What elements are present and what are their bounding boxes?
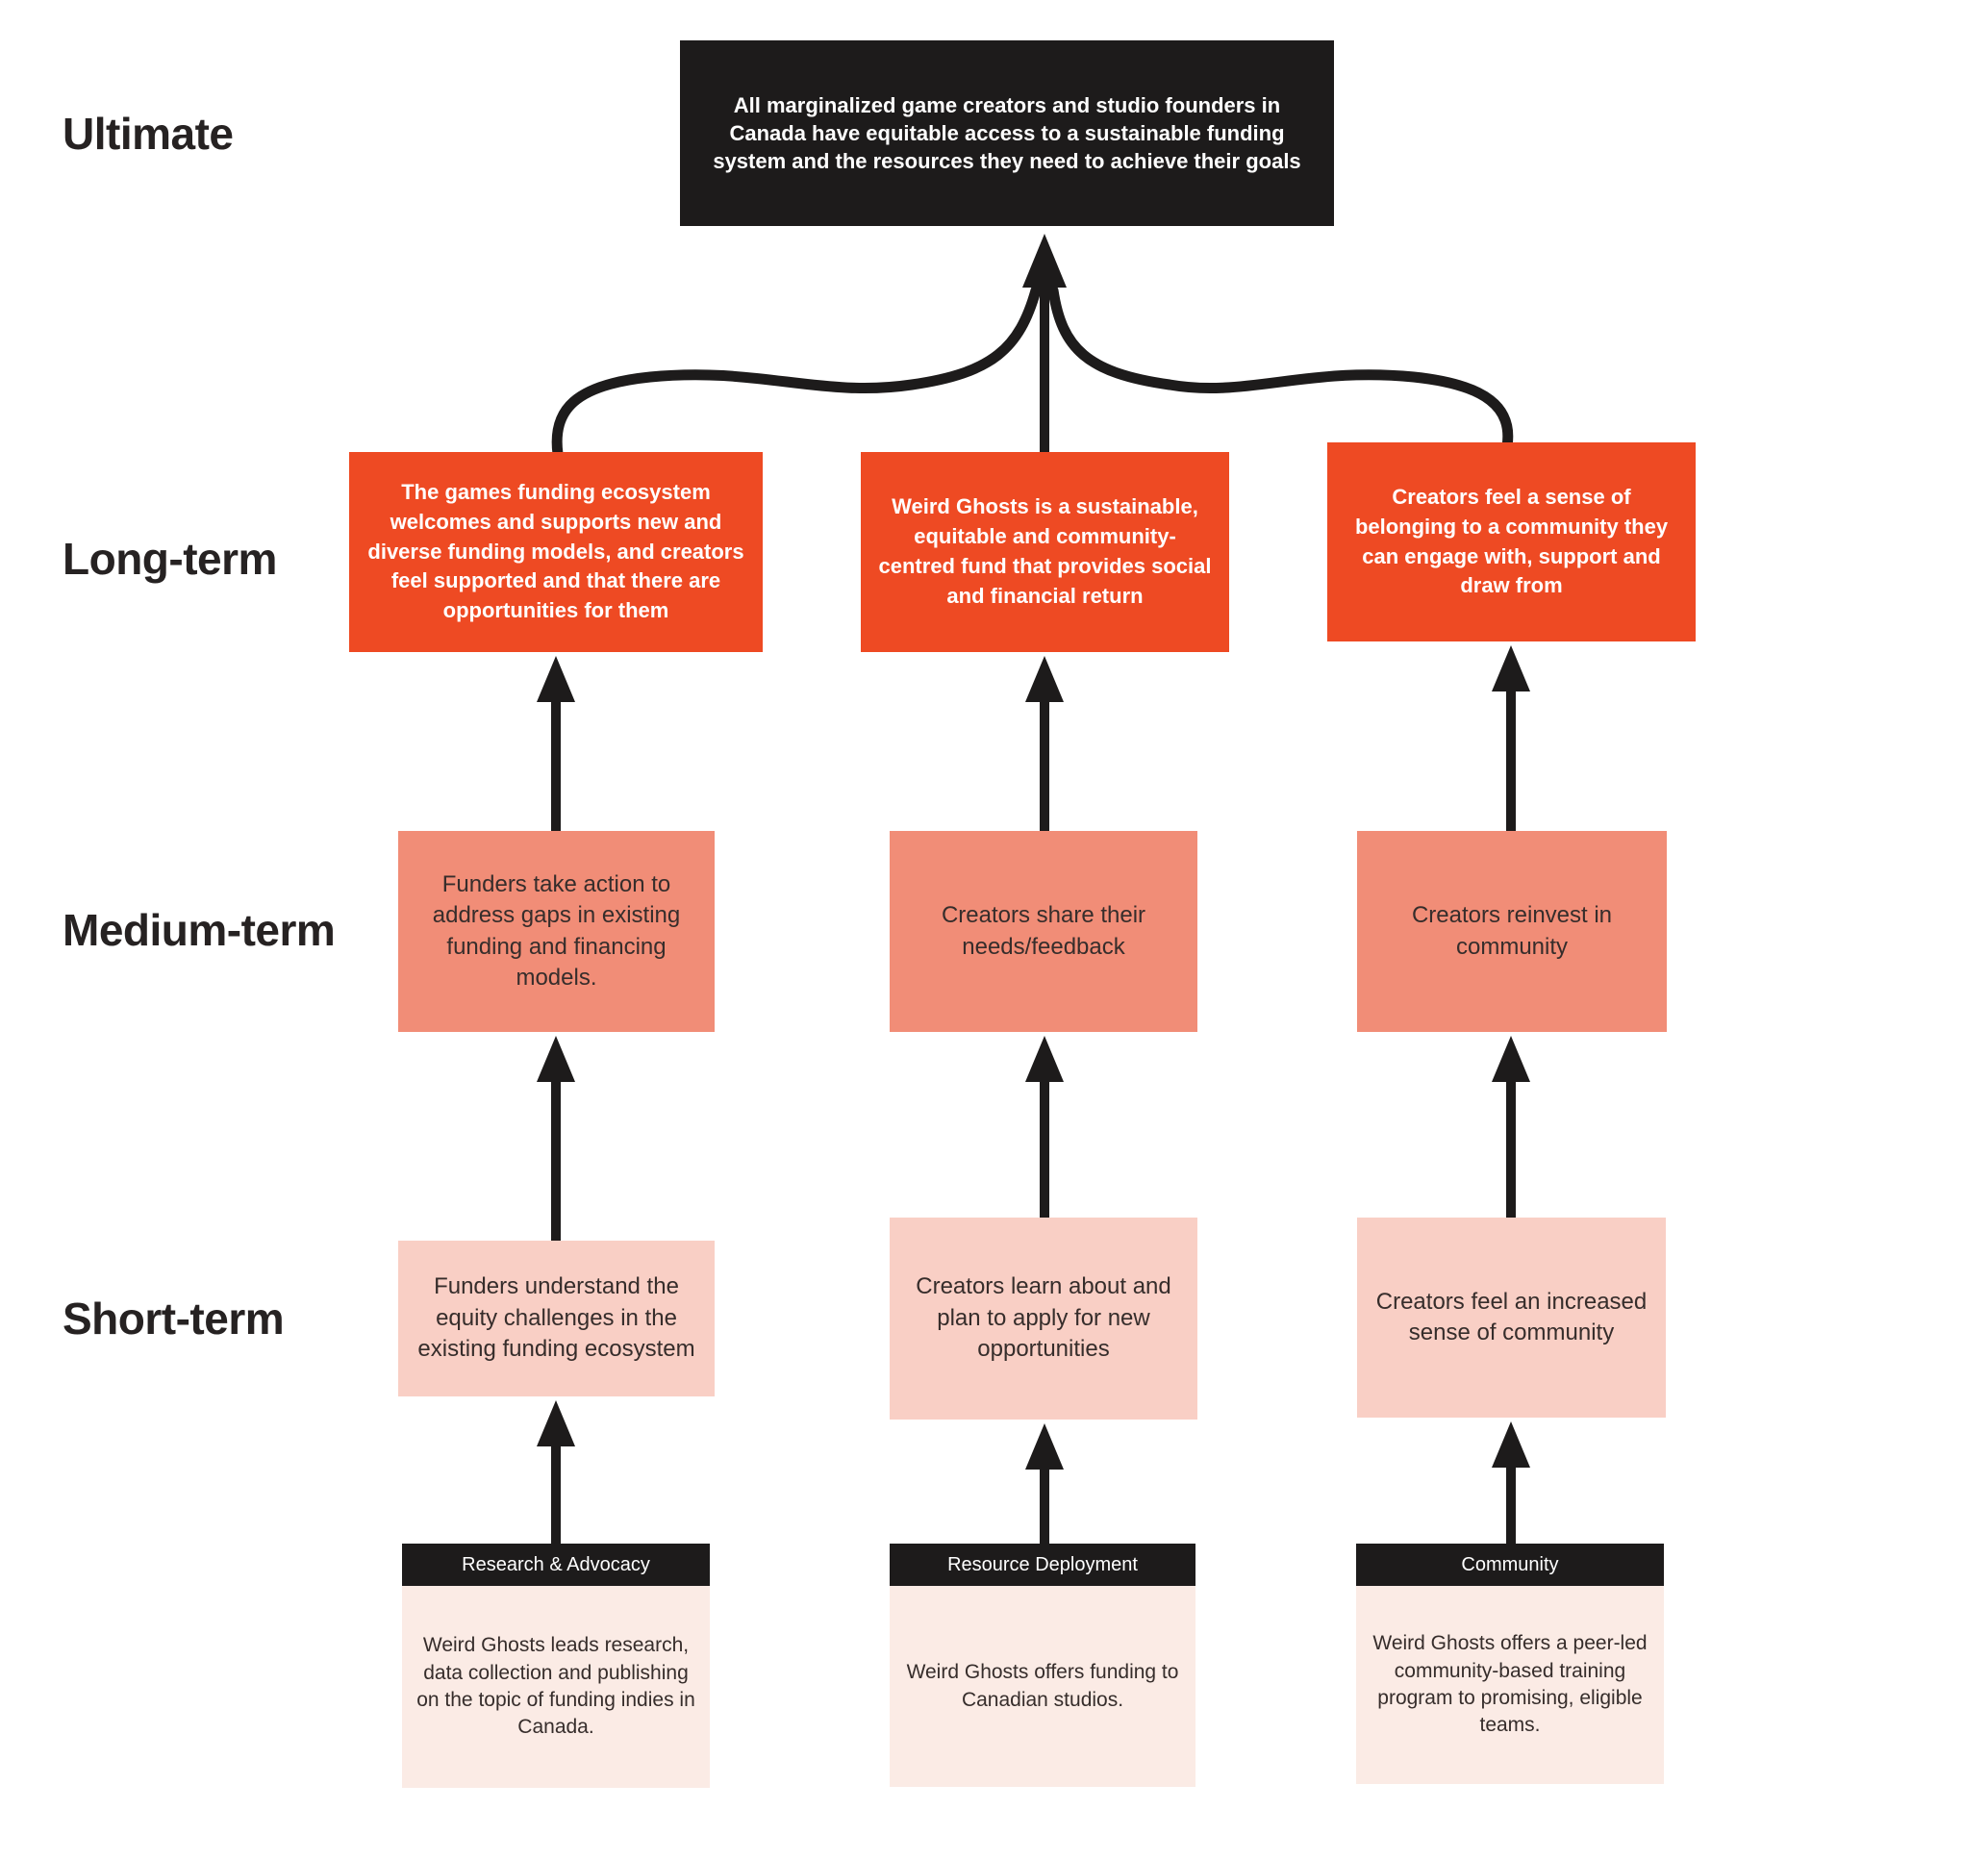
activity-card-1: Research & Advocacy Weird Ghosts leads r…	[402, 1544, 710, 1788]
arrow-short-to-medium-col-1	[537, 1036, 575, 1241]
arrow-activity-to-short-col-2	[1025, 1423, 1064, 1544]
activity-card-3: Community Weird Ghosts offers a peer-led…	[1356, 1544, 1664, 1784]
long-term-box-2: Weird Ghosts is a sustainable, equitable…	[861, 452, 1229, 652]
medium-term-box-2: Creators share their needs/feedback	[890, 831, 1197, 1032]
arrow-activity-to-short-col-1	[537, 1400, 575, 1544]
row-label-medium-term: Medium-term	[63, 905, 336, 955]
row-label-ultimate: Ultimate	[63, 109, 234, 159]
row-label-long-term: Long-term	[63, 534, 277, 584]
activity-header-2: Resource Deployment	[890, 1544, 1195, 1586]
activity-body-2: Weird Ghosts offers funding to Canadian …	[890, 1586, 1195, 1787]
long-term-box-1: The games funding ecosystem welcomes and…	[349, 452, 763, 652]
activity-header-1: Research & Advocacy	[402, 1544, 710, 1586]
activity-header-3: Community	[1356, 1544, 1664, 1586]
row-label-short-term: Short-term	[63, 1294, 285, 1344]
arrow-medium-to-long-col-3	[1492, 645, 1530, 831]
connector-merge-to-ultimate	[551, 234, 1514, 460]
long-term-box-3: Creators feel a sense of belonging to a …	[1327, 442, 1696, 641]
arrow-short-to-medium-col-3	[1492, 1036, 1530, 1218]
arrow-activity-to-short-col-3	[1492, 1421, 1530, 1544]
arrow-medium-to-long-col-2	[1025, 656, 1064, 831]
ultimate-outcome-box: All marginalized game creators and studi…	[680, 40, 1334, 226]
short-term-box-1: Funders understand the equity challenges…	[398, 1241, 715, 1396]
activity-card-2: Resource Deployment Weird Ghosts offers …	[890, 1544, 1195, 1787]
short-term-box-2: Creators learn about and plan to apply f…	[890, 1218, 1197, 1420]
activity-body-3: Weird Ghosts offers a peer-led community…	[1356, 1586, 1664, 1784]
short-term-box-3: Creators feel an increased sense of comm…	[1357, 1218, 1666, 1418]
medium-term-box-3: Creators reinvest in community	[1357, 831, 1667, 1032]
activity-body-1: Weird Ghosts leads research, data collec…	[402, 1586, 710, 1788]
arrow-medium-to-long-col-1	[537, 656, 575, 831]
arrow-short-to-medium-col-2	[1025, 1036, 1064, 1218]
medium-term-box-1: Funders take action to address gaps in e…	[398, 831, 715, 1032]
